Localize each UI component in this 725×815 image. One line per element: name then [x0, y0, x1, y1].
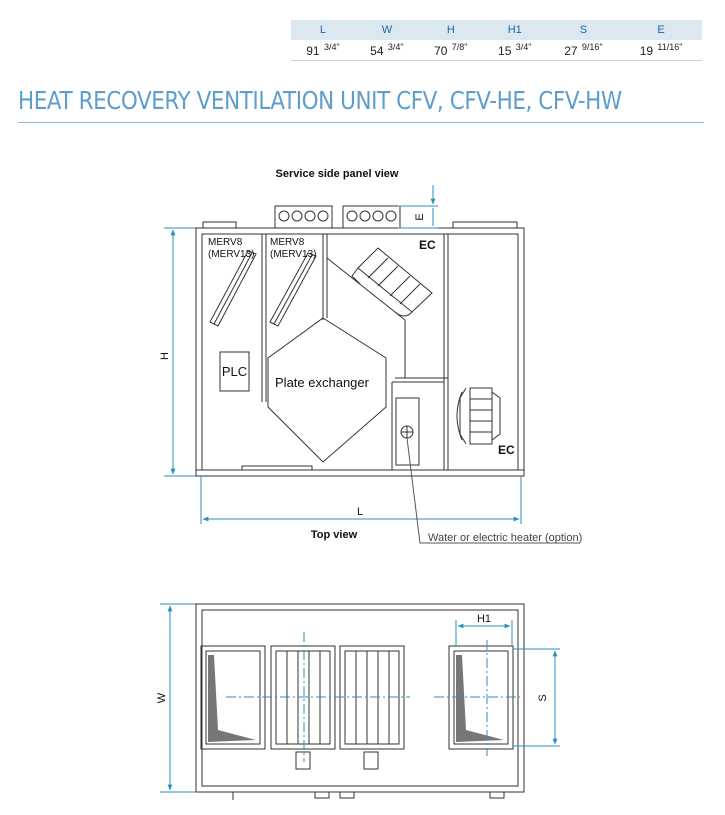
value-S: 27 9/16" — [546, 40, 621, 61]
filter2-label-line2: (MERV13) — [270, 249, 317, 260]
header-H1: H1 — [482, 20, 547, 40]
value-W-frac: 3/4" — [387, 42, 404, 52]
dim-E-label: E — [414, 213, 426, 220]
base-tray — [241, 465, 313, 471]
value-H-frac: 7/8" — [451, 42, 468, 52]
value-W: 54 3/4" — [354, 40, 419, 61]
ec-fan-bottom-label: EC — [498, 443, 515, 457]
dimensions-value-row: 91 3/4" 54 3/4" 70 7/8" 15 3/4" 27 9/16"… — [291, 40, 702, 61]
top-view — [195, 603, 525, 800]
top-view-caption: Top view — [311, 529, 358, 541]
fan-housing-diag — [326, 257, 406, 321]
page-title: HEAT RECOVERY VENTILATION UNIT CFV, CFV-… — [18, 86, 622, 115]
title-underline — [18, 122, 704, 123]
filter-1 — [209, 250, 257, 327]
heater-leader-line — [406, 437, 580, 544]
value-H1: 15 3/4" — [482, 40, 547, 61]
side-view-caption: Service side panel view — [276, 168, 399, 180]
duct-connector-2 — [342, 205, 401, 229]
value-W-whole: 54 — [370, 44, 384, 58]
heater-note: Water or electric heater (option) — [428, 532, 582, 544]
foot-a — [314, 791, 330, 799]
dim-L-label: L — [357, 506, 363, 518]
collar-left — [202, 221, 237, 229]
connector-foot-1 — [295, 751, 311, 770]
value-E-whole: 19 — [639, 44, 654, 58]
dim-W-label: W — [156, 692, 168, 703]
value-H1-whole: 15 — [498, 44, 512, 58]
value-E-frac: 11/16" — [657, 42, 683, 52]
header-H: H — [418, 20, 483, 40]
plate-exchanger-label: Plate exchanger — [275, 375, 370, 390]
filter2-label-line1: MERV8 — [270, 237, 305, 248]
filter-2 — [269, 252, 317, 327]
plc-box — [219, 351, 250, 392]
header-E: E — [620, 20, 702, 40]
filter1-label-line1: MERV8 — [208, 237, 243, 248]
value-L: 91 3/4" — [291, 40, 355, 61]
foot-b — [339, 791, 355, 799]
value-H: 70 7/8" — [418, 40, 483, 61]
top-view-dimensions — [160, 603, 560, 793]
value-L-whole: 91 — [306, 44, 320, 58]
connector-foot-2 — [363, 751, 379, 770]
value-H1-frac: 3/4" — [515, 42, 532, 52]
duct-connector-1 — [274, 205, 333, 229]
top-view-inner — [201, 609, 519, 787]
value-S-frac: 9/16" — [581, 42, 603, 52]
dim-H-label: H — [159, 352, 171, 360]
foot-c — [489, 791, 505, 799]
value-L-frac: 3/4" — [323, 42, 340, 52]
header-S: S — [546, 20, 621, 40]
plate-exchanger — [267, 317, 387, 463]
side-view: Service side panel view — [195, 168, 525, 477]
dimensions-header-row: L W H H1 S E — [291, 20, 702, 40]
collar-right — [452, 221, 518, 229]
header-L: L — [291, 20, 355, 40]
ec-fan-top — [351, 247, 433, 317]
ec-fan-top-label: EC — [419, 238, 436, 252]
filter1-label-line2: (MERV13) — [208, 249, 255, 260]
header-W: W — [354, 20, 419, 40]
top-view-cabinet — [195, 603, 525, 793]
value-H-whole: 70 — [434, 44, 448, 58]
dim-H1-label: H1 — [477, 613, 491, 625]
value-E: 19 11/16" — [620, 40, 702, 61]
value-S-whole: 27 — [564, 44, 578, 58]
heater-box — [395, 397, 420, 466]
side-view-dimensions — [164, 185, 580, 544]
plc-label: PLC — [222, 364, 247, 379]
dim-S-label: S — [537, 694, 549, 701]
ec-fan-bottom — [456, 387, 501, 445]
dimensions-table: L W H H1 S E 91 3/4" 54 3/4" 70 7/8" 15 … — [291, 20, 702, 61]
